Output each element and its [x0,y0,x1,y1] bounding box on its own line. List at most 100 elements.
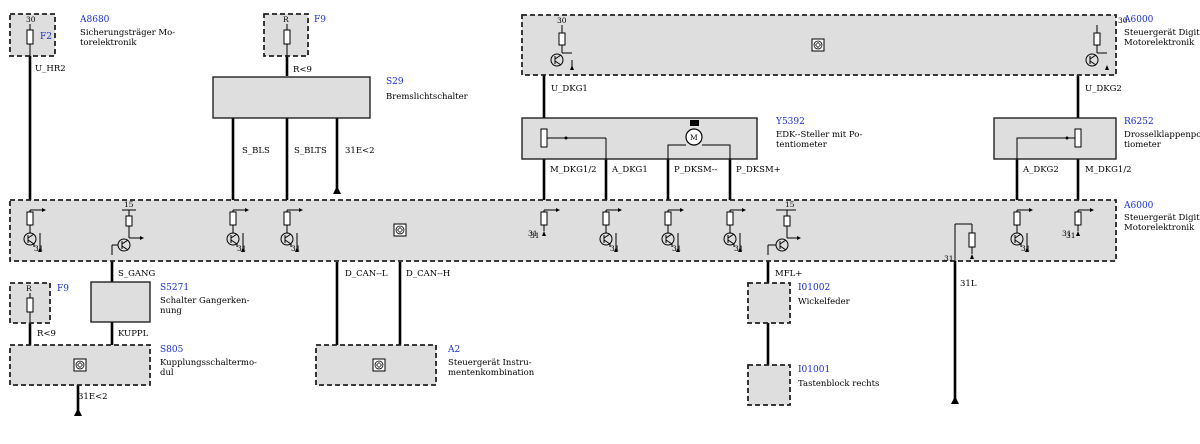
component-i01002[interactable]: I01002 Wickelfeder [747,282,851,324]
ecu-input-circuit: 31 [528,208,560,238]
wire-label-m-dkg1-2-left: M_DKG1/2 [550,165,597,175]
svg-text:R: R [26,284,32,293]
svg-text:Steuergerät Digitale: Steuergerät Digitale [1124,28,1200,38]
wire-label-s-gang: S_GANG [118,269,155,279]
wire-label-a-dkg1: A_DKG1 [611,165,648,175]
svg-text:A6000: A6000 [1123,15,1154,25]
svg-text:Motorelektronik: Motorelektronik [1124,38,1195,48]
wire-label-s-blts: S_BLTS [294,146,327,156]
pin15-left: 15 [111,200,144,255]
ground-label: 31 [1062,229,1072,238]
svg-text:30: 30 [1118,16,1128,25]
svg-text:Y5392: Y5392 [775,117,805,127]
ecu-input-circuit: 31 [661,208,684,253]
circuit-31l [954,223,976,262]
svg-text:F9: F9 [57,284,69,294]
svg-text:30: 30 [26,15,36,24]
ecu-input-circuit: 31 [23,208,46,253]
svg-text:F9: F9 [314,15,326,25]
wire-label-d-can-h: D_CAN--H [406,269,450,279]
wire-label-r9-bottom: R<9 [37,329,56,339]
wire-label-s-bls: S_BLS [242,146,270,156]
svg-text:A8680: A8680 [79,15,110,25]
ground-label: 31 [291,244,301,253]
component-f9-bottom[interactable]: R F9 [9,282,69,324]
ecu-input-circuit: 31 [226,208,249,253]
wire-label-u-hr2: U_HR2 [35,64,66,74]
component-s805[interactable]: S805 Kupplungsschaltermo- dul [9,344,257,386]
ecu-input-circuit: 31 [1010,208,1033,253]
wire-label-r9-top: R<9 [293,65,312,75]
component-r6252[interactable]: R6252 Drosselklappenpoten- tiometer [993,117,1200,160]
component-s29[interactable]: S29 Bremslichtschalter [212,76,469,119]
component-a2[interactable]: A2 Steuergerät Instru- mentenkombination [315,344,535,386]
ground-label: 31 [530,231,540,240]
svg-text:S805: S805 [160,345,184,355]
svg-text:R6252: R6252 [1124,117,1154,127]
component-y5392[interactable]: M Y5392 EDK--Steller mit Po- tentiometer [521,117,862,160]
wire-label-m-dkg1-2-right: M_DKG1/2 [1085,165,1132,175]
svg-text:15: 15 [124,200,134,209]
svg-text:tentiometer: tentiometer [776,140,828,150]
wire-label-p-dksm-plus: P_DKSM+ [736,165,781,175]
svg-text:I01002: I01002 [798,283,830,293]
pin15-right: 15 [767,200,801,255]
svg-text:Drosselklappenpoten-: Drosselklappenpoten- [1124,130,1200,140]
ground-label: 31 [34,244,44,253]
svg-text:Bremslichtschalter: Bremslichtschalter [386,92,469,102]
svg-text:S29: S29 [386,77,404,87]
svg-text:Schalter Gangerken-: Schalter Gangerken- [160,296,250,306]
ecu-input-circuit: 31 [280,208,303,253]
ecu-input-circuit: 31 [599,208,622,253]
wire-label-31e2-bottom: 31E<2 [78,392,108,402]
wire-label-a-dkg2: A_DKG2 [1022,165,1059,175]
wire-label-p-dksm-minus: P_DKSM-- [674,165,718,175]
wire-label-31e2-top: 31E<2 [345,146,375,156]
wire-label-d-can-l: D_CAN--L [345,269,388,279]
ecu-input-circuit: 31 [1062,208,1094,238]
ground-label: 31 [528,229,538,238]
svg-text:dul: dul [160,368,174,378]
svg-text:nung: nung [160,306,182,316]
svg-text:S5271: S5271 [160,283,189,293]
svg-text:30: 30 [557,16,567,25]
svg-text:M: M [690,133,698,142]
ground-label: 31 [944,254,954,263]
component-a6000-top[interactable]: 30 30 A6000 Steuergerät Digitale Motorel… [521,14,1200,76]
svg-text:torelektronik: torelektronik [80,38,137,48]
ground-label: 31 [672,244,682,253]
svg-text:Steuergerät Instru-: Steuergerät Instru- [448,358,532,368]
svg-text:Kupplungsschaltermo-: Kupplungsschaltermo- [160,358,257,368]
svg-text:tiometer: tiometer [1124,140,1162,150]
svg-text:Tastenblock rechts: Tastenblock rechts [798,379,879,389]
ground-label: 31 [734,244,744,253]
svg-text:R: R [283,15,289,24]
svg-text:F2: F2 [40,32,52,42]
ground-label: 31 [237,244,247,253]
component-f9-top[interactable]: R F9 [263,13,326,57]
ground-label: 31 [610,244,620,253]
component-s5271[interactable]: S5271 Schalter Gangerken- nung [90,281,250,323]
component-i01001[interactable]: I01001 Tastenblock rechts [747,364,879,406]
svg-text:15: 15 [785,200,795,209]
wire-label-31l: 31L [960,279,977,289]
ground-label: 31 [1021,244,1031,253]
wire-label-kuppl: KUPPL [118,329,149,339]
svg-text:A6000: A6000 [1123,201,1154,211]
svg-text:A2: A2 [447,345,460,355]
ground-label: 31 [1066,231,1076,240]
ecu-input-circuit: 31 [723,208,746,253]
svg-text:Sicherungsträger Mo-: Sicherungsträger Mo- [80,28,175,38]
component-a8680[interactable]: 30 F2 A8680 Sicherungsträger Mo- torelek… [9,13,175,57]
svg-text:I01001: I01001 [798,365,830,375]
svg-text:Wickelfeder: Wickelfeder [798,297,851,307]
wire-label-mfl-plus: MFL+ [775,269,802,279]
svg-text:Motorelektronik: Motorelektronik [1124,223,1195,233]
wire-label-u-dkg1: U_DKG1 [551,84,588,94]
svg-text:Steuergerät Digitale: Steuergerät Digitale [1124,213,1200,223]
wire-label-u-dkg2: U_DKG2 [1085,84,1122,94]
svg-text:EDK--Steller mit Po-: EDK--Steller mit Po- [776,130,862,140]
component-a6000-main[interactable]: A6000 Steuergerät Digitale Motorelektron… [9,199,1200,263]
